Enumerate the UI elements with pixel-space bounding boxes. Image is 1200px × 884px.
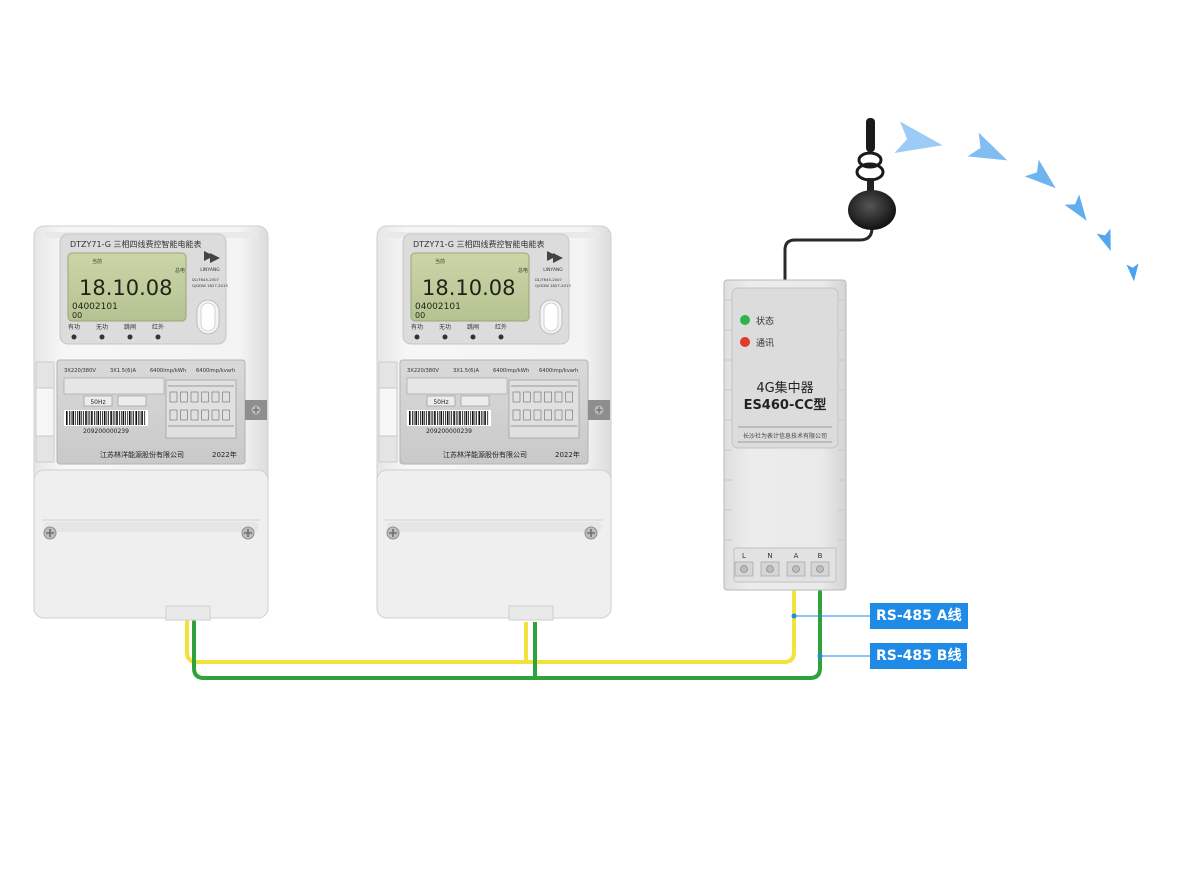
- concentrator-panel: [731, 287, 839, 449]
- indicator-label: 红外: [495, 323, 507, 331]
- lcd-main-reading: 18.10.08: [422, 276, 516, 300]
- indicator-light: [442, 334, 448, 340]
- standard-line-1: DL/T645-2007: [192, 277, 220, 282]
- terminal-block: [733, 547, 837, 583]
- wire-b-green: [192, 590, 822, 680]
- signal-arrow: [1024, 159, 1056, 189]
- rs485-b-label: RS-485 B线: [870, 643, 968, 669]
- meter-model-title: DTZY71-G 三相四线费控智能电能表: [70, 239, 202, 249]
- spec-text: 3X1.5(6)A: [453, 368, 479, 374]
- antenna-cable: [783, 215, 874, 282]
- serial-number: 209200000239: [83, 428, 129, 435]
- indicator-label: 跳闸: [467, 323, 479, 331]
- spec-text: 3X220/380V: [407, 368, 439, 374]
- indicator-label: 无功: [439, 323, 451, 331]
- lcd-top-label: 当前: [92, 258, 102, 265]
- standard-line-2: Q/GDW 1827-2013: [192, 283, 228, 288]
- indicator-label: 有功: [411, 323, 423, 331]
- concentrator-device: 状态 通讯 4G集中器 ES460-CC型 长沙社为表计信息技术有限公司 L N A…: [723, 279, 847, 591]
- lcd-sub-reading-2: 00: [415, 311, 425, 320]
- terminal-label: A: [794, 552, 799, 560]
- concentrator-model: ES460-CC型: [744, 397, 827, 413]
- lcd-sub-reading-2: 00: [72, 311, 82, 320]
- circuit-diagram: [508, 379, 580, 439]
- indicator-light: [127, 334, 133, 340]
- terminal-label: B: [818, 552, 823, 560]
- lcd-right-label: 总电: [175, 267, 185, 274]
- indicator-light: [470, 334, 476, 340]
- lcd-main-reading: 18.10.08: [79, 276, 173, 300]
- circuit-diagram: [165, 379, 237, 439]
- brand-logo-icon: [547, 251, 563, 263]
- indicator-light: [99, 334, 105, 340]
- indicator-light: [155, 334, 161, 340]
- indicator-light: [414, 334, 420, 340]
- comm-led-label: 通讯: [756, 338, 774, 349]
- lcd-sub-reading: 04002101: [415, 302, 461, 312]
- lcd-right-label: 总电: [518, 267, 528, 274]
- indicator-light: [71, 334, 77, 340]
- lcd-top-label: 当前: [435, 258, 445, 265]
- spec-text: 6400imp/kWh: [493, 368, 529, 374]
- meter-lcd: [410, 252, 530, 322]
- freq-text: 50Hz: [433, 399, 448, 406]
- signal-arrow: [1096, 228, 1111, 251]
- signal-arrow: [967, 132, 1008, 161]
- rs485-a-label: RS-485 A线: [870, 603, 968, 629]
- status-led: [740, 315, 750, 325]
- indicator-label: 红外: [152, 323, 164, 331]
- concentrator-title: 4G集中器: [756, 380, 813, 396]
- spec-text: 3X220/380V: [64, 368, 96, 374]
- standard-line-2: Q/GDW 1827-2013: [535, 283, 571, 288]
- barcode: [64, 410, 148, 426]
- terminal-label: L: [742, 552, 746, 560]
- signal-arrow: [894, 121, 943, 153]
- status-led-label: 状态: [756, 315, 774, 327]
- wireless-signal: [894, 121, 1139, 282]
- spec-text: 6400imp/kvarh: [539, 368, 578, 374]
- lcd-sub-reading: 04002101: [72, 302, 118, 312]
- indicator-label: 跳闸: [124, 323, 136, 331]
- spec-text: 6400imp/kWh: [150, 368, 186, 374]
- manufacture-year: 2022年: [212, 450, 237, 459]
- indicator-light: [498, 334, 504, 340]
- terminal-label: N: [767, 552, 772, 560]
- barcode: [407, 410, 491, 426]
- brand-name: LINYANG: [200, 267, 220, 273]
- wire-a-yellow: [185, 590, 796, 664]
- manufacturer: 江苏林洋能源股份有限公司: [443, 450, 527, 459]
- brand-logo-icon: [204, 251, 220, 263]
- manufacture-year: 2022年: [555, 450, 580, 459]
- manufacturer: 江苏林洋能源股份有限公司: [100, 450, 184, 459]
- brand-name: LINYANG: [543, 267, 563, 273]
- freq-text: 50Hz: [90, 399, 105, 406]
- serial-number: 209200000239: [426, 428, 472, 435]
- signal-arrow: [1126, 263, 1139, 282]
- indicator-label: 无功: [96, 323, 108, 331]
- spec-text: 6400imp/kvarh: [196, 368, 235, 374]
- indicator-label: 有功: [68, 323, 80, 331]
- spec-text: 3X1.5(6)A: [110, 368, 136, 374]
- standard-line-1: DL/T645-2007: [535, 277, 563, 282]
- concentrator-company: 长沙社为表计信息技术有限公司: [743, 432, 827, 440]
- meter-lcd: [67, 252, 187, 322]
- signal-arrow: [1064, 194, 1087, 221]
- comm-led: [740, 337, 750, 347]
- meter-model-title: DTZY71-G 三相四线费控智能电能表: [413, 239, 545, 249]
- rs485-wiring: [185, 590, 822, 680]
- antenna: [848, 118, 896, 230]
